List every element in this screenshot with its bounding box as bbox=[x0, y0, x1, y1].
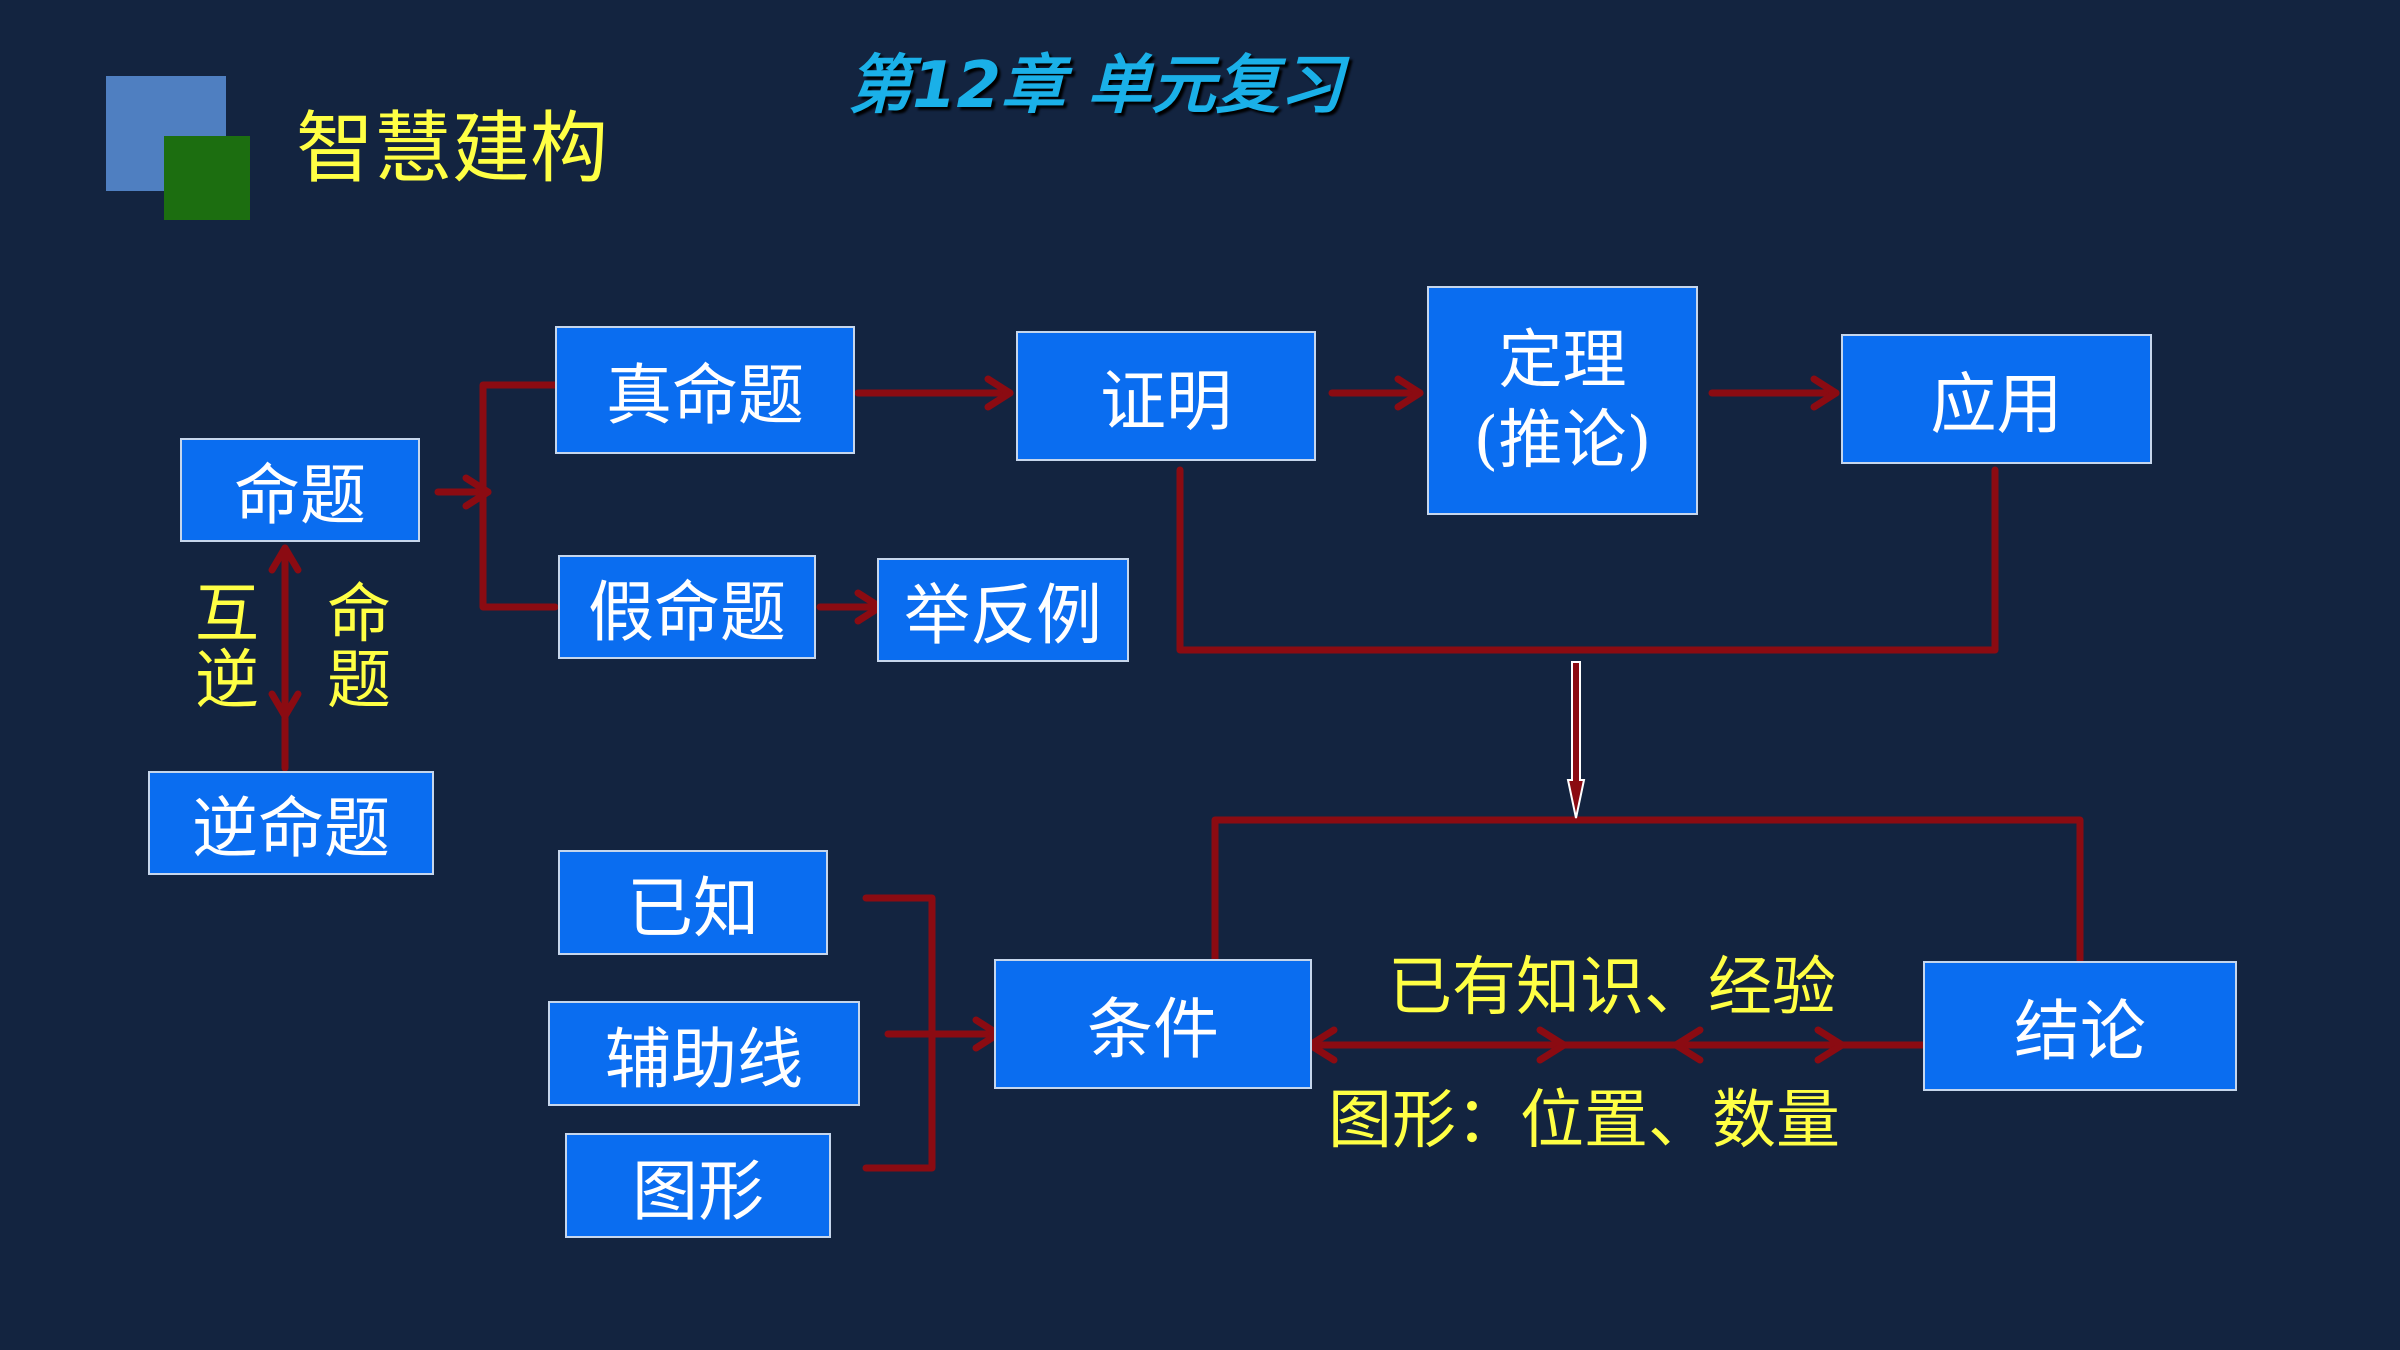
node-conclusion: 结论 bbox=[1923, 961, 2237, 1091]
node-figure: 图形 bbox=[565, 1133, 831, 1238]
down-arrow bbox=[1566, 661, 1586, 819]
double-arrow-mid-right-head bbox=[1536, 1026, 1568, 1064]
node-theorem: 定理 (推论) bbox=[1427, 286, 1698, 515]
label-figure-position-quantity: 图形：位置、数量 bbox=[1328, 1084, 1840, 1158]
decor-green-square bbox=[164, 136, 250, 220]
double-arrow-right-head bbox=[1814, 1026, 1846, 1064]
arrow-proposition-converse-down-head bbox=[268, 690, 302, 720]
node-converse: 逆命题 bbox=[148, 771, 434, 875]
node-true-proposition: 真命题 bbox=[555, 326, 855, 454]
node-counterexample: 举反例 bbox=[877, 558, 1129, 662]
label-proposition-vertical: 命 题 bbox=[324, 582, 394, 714]
node-auxiliary-line: 辅助线 bbox=[548, 1001, 860, 1106]
chapter-title: 第12章 单元复习 bbox=[848, 49, 1344, 123]
label-prop-char2: 题 bbox=[327, 644, 391, 718]
label-mutual-char2: 逆 bbox=[195, 644, 259, 718]
arrow-proposition-branch-head bbox=[462, 474, 492, 510]
label-mutual-inverse: 互 逆 bbox=[192, 582, 262, 714]
double-arrow-mid-left-head bbox=[1672, 1026, 1704, 1064]
bracket-condition-conclusion bbox=[1211, 816, 2084, 964]
arrow-theorem-to-application-head bbox=[1810, 375, 1840, 411]
node-proposition: 命题 bbox=[180, 438, 420, 542]
node-theorem-line2: (推论) bbox=[1473, 403, 1652, 478]
label-mutual-char1: 互 bbox=[195, 578, 259, 652]
arrow-proposition-converse-up-head bbox=[268, 544, 302, 574]
node-known: 已知 bbox=[558, 850, 828, 955]
label-prop-char1: 命 bbox=[327, 578, 391, 652]
label-knowledge-experience: 已有知识、经验 bbox=[1388, 951, 1836, 1025]
node-theorem-line1: 定理 bbox=[1498, 323, 1627, 398]
section-title: 智慧建构 bbox=[296, 104, 609, 194]
arrow-true-to-proof-head bbox=[984, 375, 1014, 411]
node-proof: 证明 bbox=[1016, 331, 1316, 461]
branch-true-false bbox=[479, 381, 559, 611]
bracket-proof-application bbox=[1176, 466, 1999, 654]
arrow-proof-to-theorem-head bbox=[1394, 375, 1424, 411]
node-false-proposition: 假命题 bbox=[558, 555, 816, 659]
node-application: 应用 bbox=[1841, 334, 2152, 464]
node-condition: 条件 bbox=[994, 959, 1312, 1089]
